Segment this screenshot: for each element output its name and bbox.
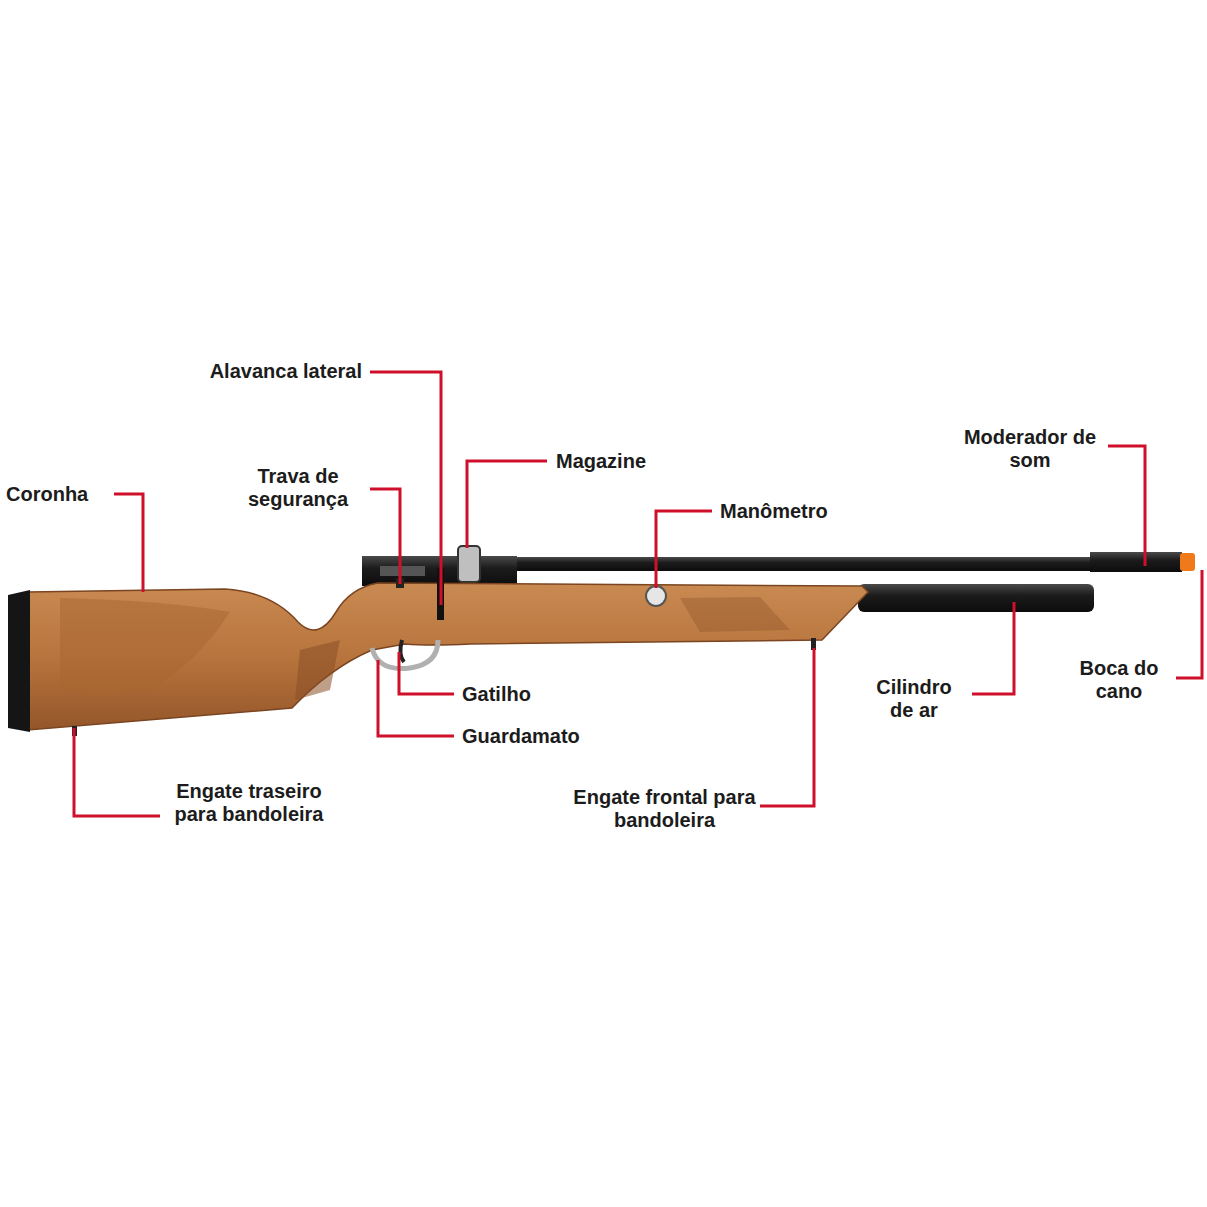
leader-lines xyxy=(74,372,1202,816)
part-label: Engate traseiro para bandoleira xyxy=(174,780,324,826)
part-label: Gatilho xyxy=(462,683,612,706)
part-label: Magazine xyxy=(556,450,716,473)
part-label: Coronha xyxy=(6,483,112,506)
part-label: Moderador de som xyxy=(955,426,1105,472)
part-label: Boca do cano xyxy=(1064,657,1174,703)
part-label: Guardamato xyxy=(462,725,632,748)
part-label: Cilindro de ar xyxy=(864,676,964,722)
part-label: Trava de segurança xyxy=(228,465,368,511)
part-label: Engate frontal para bandoleira xyxy=(572,786,757,832)
part-label: Manômetro xyxy=(720,500,890,523)
part-label: Alavanca lateral xyxy=(140,360,362,383)
